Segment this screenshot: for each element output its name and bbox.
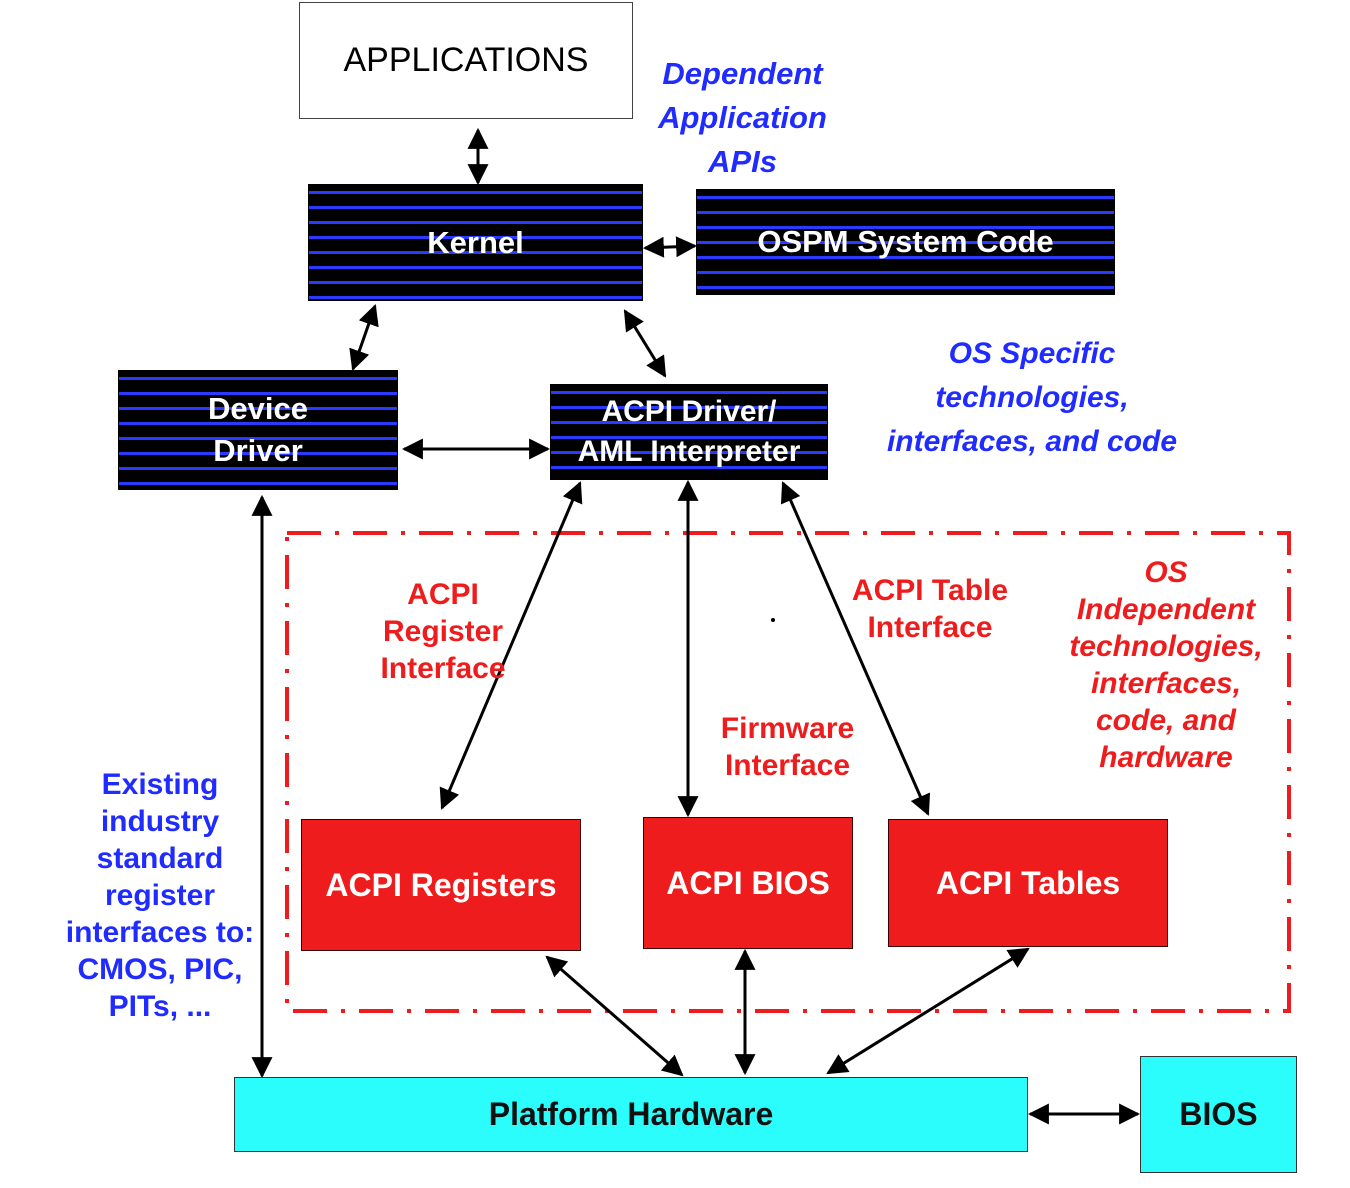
stray-dot — [771, 618, 775, 622]
dependent-apis-line-3: APIs — [708, 144, 777, 179]
existing-industry-line-7: PITs, ... — [108, 990, 212, 1023]
os-independent-line-2: Independent — [1076, 593, 1256, 626]
firmware-interface-label: Firmware Interface — [705, 710, 870, 784]
arrow-kernel-ospm — [642, 236, 698, 258]
acpi-table-interface-label: ACPI Table Interface — [835, 572, 1025, 646]
os-independent-line-5: code, and — [1095, 704, 1237, 737]
register-interface-line-1: ACPI — [407, 578, 479, 611]
acpi-driver-line-2: AML Interpreter — [577, 435, 801, 468]
acpi-registers-label: ACPI Registers — [325, 866, 557, 903]
table-interface-line-2: Interface — [867, 611, 993, 644]
arrow-kernel-acpi-driver — [623, 309, 667, 378]
applications-label: APPLICATIONS — [343, 41, 589, 79]
register-interface-line-2: Register — [382, 615, 504, 648]
os-independent-line-3: technologies, — [1069, 630, 1263, 663]
arrow-kernel-device-driver — [349, 304, 379, 371]
register-interface-line-3: Interface — [380, 652, 506, 685]
os-specific-line-2: technologies, — [935, 381, 1129, 414]
os-specific-line-1: OS Specific — [948, 337, 1116, 370]
device-driver-box: Device Driver — [118, 370, 398, 490]
existing-industry-label: Existing industry standard register inte… — [55, 766, 265, 1025]
kernel-box: Kernel — [308, 184, 643, 301]
platform-hardware-label: Platform Hardware — [488, 1096, 774, 1132]
dependent-apis-line-1: Dependent — [662, 56, 823, 91]
device-driver-line-2: Driver — [213, 433, 303, 468]
os-independent-line-1: OS — [1144, 556, 1188, 589]
acpi-register-interface-label: ACPI Register Interface — [368, 576, 518, 687]
acpi-driver-box: ACPI Driver/ AML Interpreter — [550, 384, 828, 480]
dependent-apis-line-2: Application — [658, 100, 827, 135]
os-specific-label: OS Specific technologies, interfaces, an… — [862, 332, 1202, 464]
device-driver-line-1: Device — [208, 391, 308, 427]
acpi-tables-label: ACPI Tables — [935, 864, 1121, 901]
existing-industry-line-1: Existing — [101, 768, 219, 801]
bios-label: BIOS — [1179, 1096, 1258, 1132]
existing-industry-line-4: register — [104, 879, 216, 912]
ospm-label: OSPM System Code — [757, 224, 1054, 260]
applications-box: APPLICATIONS — [299, 2, 633, 119]
ospm-system-code-box: OSPM System Code — [696, 189, 1115, 295]
arrow-tables-platform — [826, 947, 1030, 1075]
acpi-bios-label: ACPI BIOS — [666, 864, 830, 901]
firmware-interface-line-1: Firmware — [720, 712, 855, 745]
bios-box: BIOS — [1140, 1056, 1297, 1173]
acpi-tables-box: ACPI Tables — [888, 819, 1168, 947]
acpi-bios-box: ACPI BIOS — [643, 817, 853, 949]
existing-industry-line-2: industry — [100, 805, 220, 838]
os-independent-line-4: interfaces, — [1090, 667, 1242, 700]
acpi-registers-box: ACPI Registers — [301, 819, 581, 951]
firmware-interface-line-2: Interface — [724, 749, 851, 782]
os-independent-label: OS Independent technologies, interfaces,… — [1052, 554, 1280, 776]
existing-industry-line-3: standard — [96, 842, 224, 875]
kernel-label: Kernel — [427, 224, 524, 260]
dependent-application-apis-label: Dependent Application APIs — [645, 52, 840, 184]
os-specific-line-3: interfaces, and code — [886, 425, 1178, 458]
table-interface-line-1: ACPI Table — [851, 574, 1009, 607]
arrow-registers-platform — [545, 955, 684, 1077]
existing-industry-line-6: CMOS, PIC, — [77, 953, 243, 986]
acpi-driver-line-1: ACPI Driver/ — [601, 394, 777, 428]
platform-hardware-box: Platform Hardware — [234, 1077, 1028, 1152]
os-independent-line-6: hardware — [1099, 741, 1233, 774]
existing-industry-line-5: interfaces to: — [65, 916, 255, 949]
